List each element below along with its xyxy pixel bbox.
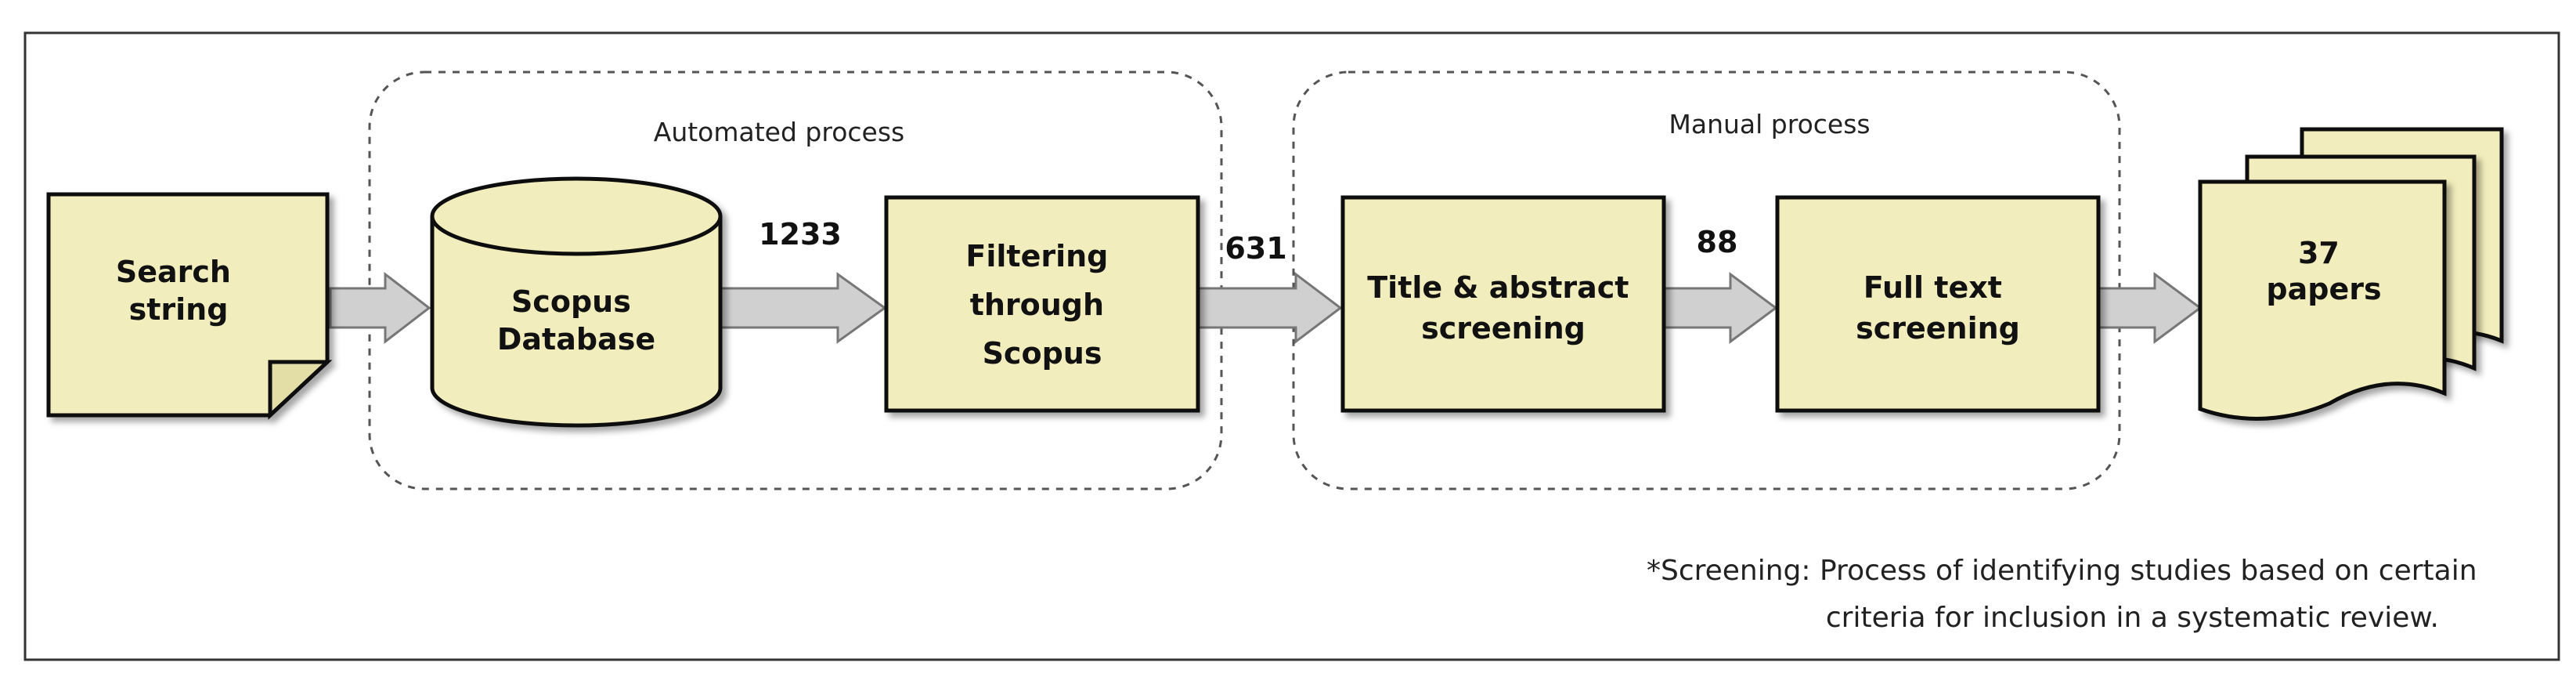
title-abstract-label: Title & abstract screening [1367,270,1639,346]
title-abstract-node [1340,195,1666,413]
count-after-title-abstract: 88 [1697,225,1738,259]
full-text-node [1775,195,2101,413]
arrow-search-to-database [329,271,431,345]
arrow-full-text-to-papers [2097,272,2203,344]
papers-stack-node [2198,127,2504,421]
scopus-database-node [430,176,723,428]
footnote-line-1: *Screening: Process of identifying studi… [1647,555,2477,587]
automated-process-label: Automated process [654,117,904,147]
search-string-node [46,192,333,420]
full-text-label: Full text screening [1856,270,2020,346]
manual-process-label: Manual process [1669,109,1870,139]
footnote-line-2: criteria for inclusion in a systematic r… [1826,602,2439,634]
papers-label: 37 papers [2266,236,2381,306]
filtering-label: Filtering through Scopus [965,239,1118,371]
manual-process-group [1292,71,2121,490]
filtering-node [884,195,1200,413]
search-string-label: Search string [116,255,241,327]
count-after-database: 1233 [759,217,842,252]
arrow-database-to-filtering [719,272,887,344]
screening-footnote: *Screening: Process of identifying studi… [1647,555,2486,634]
automated-process-group [368,71,1223,490]
arrow-title-abstract-to-full-text [1662,272,1778,344]
arrow-filtering-to-title-abstract [1196,271,1343,345]
paper-front [2198,179,2447,421]
scopus-database-label: Scopus Database [497,284,655,356]
count-after-filtering: 631 [1225,231,1286,266]
